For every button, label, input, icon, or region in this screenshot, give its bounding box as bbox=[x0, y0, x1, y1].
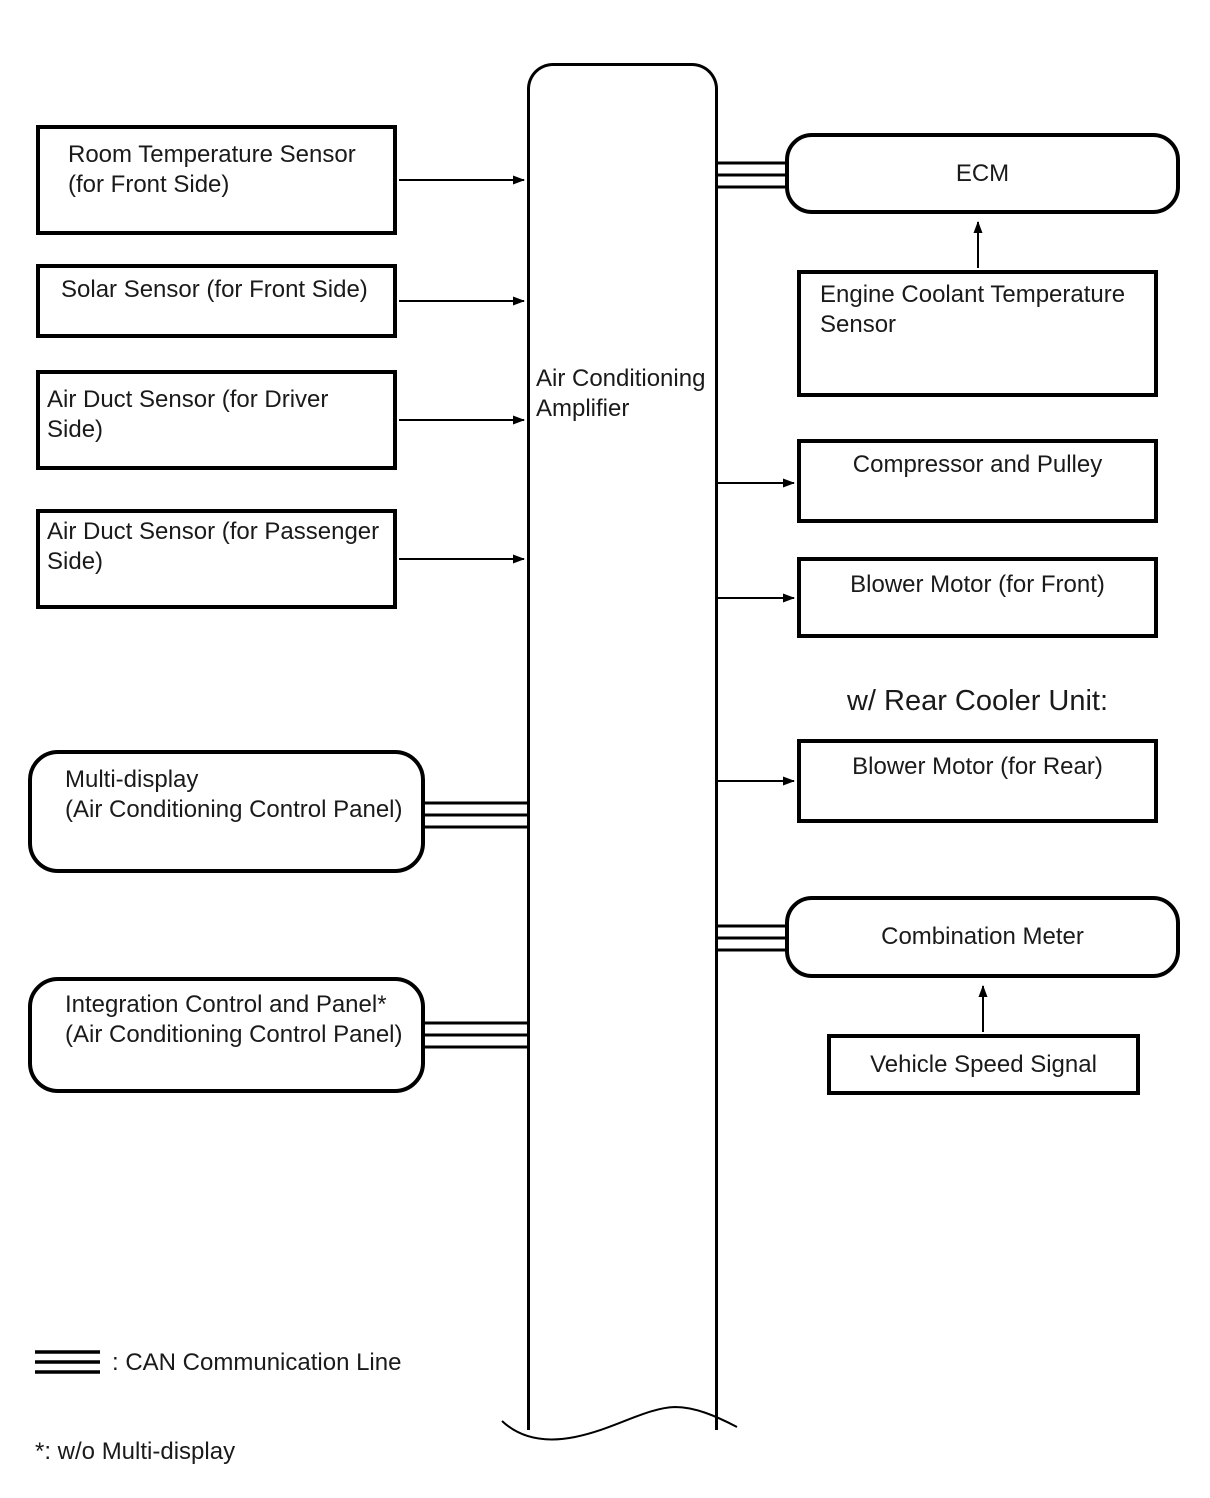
can-line-multi-display-to-amplifier bbox=[425, 801, 527, 829]
compressor-pulley-box: Compressor and Pulley bbox=[797, 439, 1158, 523]
air-conditioning-amplifier-block bbox=[527, 63, 718, 1430]
multi-display-label2: (Air Conditioning Control Panel) bbox=[65, 796, 403, 823]
room-temperature-sensor-label: Room Temperature Sensor bbox=[68, 141, 356, 168]
blower-motor-rear-label: Blower Motor (for Rear) bbox=[852, 753, 1103, 780]
rear-cooler-unit-heading: w/ Rear Cooler Unit: bbox=[846, 685, 1109, 717]
ecm-box: ECM bbox=[785, 133, 1180, 214]
ecm-label: ECM bbox=[955, 159, 1010, 187]
engine-coolant-temp-sensor-label2: Sensor bbox=[820, 311, 897, 338]
can-line-amplifier-to-ecm bbox=[718, 161, 785, 189]
solar-sensor-box: Solar Sensor (for Front Side) bbox=[36, 264, 397, 338]
air-duct-sensor-passenger-label: Air Duct Sensor (for Passenger bbox=[47, 518, 380, 545]
blower-motor-rear-box: Blower Motor (for Rear) bbox=[797, 739, 1158, 823]
combination-meter-label: Combination Meter bbox=[881, 923, 1084, 950]
multi-display-box: Multi-display (Air Conditioning Control … bbox=[28, 750, 425, 873]
blower-motor-front-box: Blower Motor (for Front) bbox=[797, 557, 1158, 638]
engine-coolant-temp-sensor-label: Engine Coolant Temperature bbox=[820, 281, 1126, 308]
room-temperature-sensor-box: Room Temperature Sensor (for Front Side) bbox=[36, 125, 397, 235]
air-duct-sensor-driver-box: Air Duct Sensor (for Driver Side) bbox=[36, 370, 397, 470]
can-legend-symbol bbox=[35, 1350, 100, 1374]
combination-meter-box: Combination Meter bbox=[785, 896, 1180, 978]
air-conditioning-amplifier-label: Air Conditioning Amplifier bbox=[536, 364, 716, 424]
can-line-amplifier-to-combination-meter bbox=[718, 924, 785, 952]
solar-sensor-label: Solar Sensor (for Front Side) bbox=[61, 276, 368, 303]
air-duct-sensor-passenger-label2: Side) bbox=[47, 548, 104, 575]
vehicle-speed-signal-label: Vehicle Speed Signal bbox=[870, 1050, 1097, 1078]
amp-label-line2: Amplifier bbox=[536, 395, 630, 422]
air-duct-sensor-driver-label: Air Duct Sensor (for Driver Side) bbox=[47, 386, 329, 443]
blower-motor-front-label: Blower Motor (for Front) bbox=[850, 571, 1105, 598]
engine-coolant-temp-sensor-box: Engine Coolant Temperature Sensor bbox=[797, 270, 1158, 397]
footnote-label: *: w/o Multi-display bbox=[35, 1438, 236, 1465]
can-legend-label: : CAN Communication Line bbox=[112, 1349, 402, 1376]
room-temperature-sensor-label2: (for Front Side) bbox=[68, 171, 230, 198]
integration-control-panel-label2: (Air Conditioning Control Panel) bbox=[65, 1021, 403, 1048]
multi-display-label: Multi-display bbox=[65, 766, 199, 793]
vehicle-speed-signal-box: Vehicle Speed Signal bbox=[827, 1034, 1140, 1095]
air-duct-sensor-passenger-box: Air Duct Sensor (for Passenger Side) bbox=[36, 509, 397, 609]
integration-control-panel-label: Integration Control and Panel* bbox=[65, 991, 387, 1018]
can-line-integration-to-amplifier bbox=[425, 1021, 527, 1049]
amp-label-line1: Air Conditioning bbox=[536, 365, 706, 392]
integration-control-panel-box: Integration Control and Panel* (Air Cond… bbox=[28, 977, 425, 1093]
compressor-pulley-label: Compressor and Pulley bbox=[852, 451, 1103, 478]
